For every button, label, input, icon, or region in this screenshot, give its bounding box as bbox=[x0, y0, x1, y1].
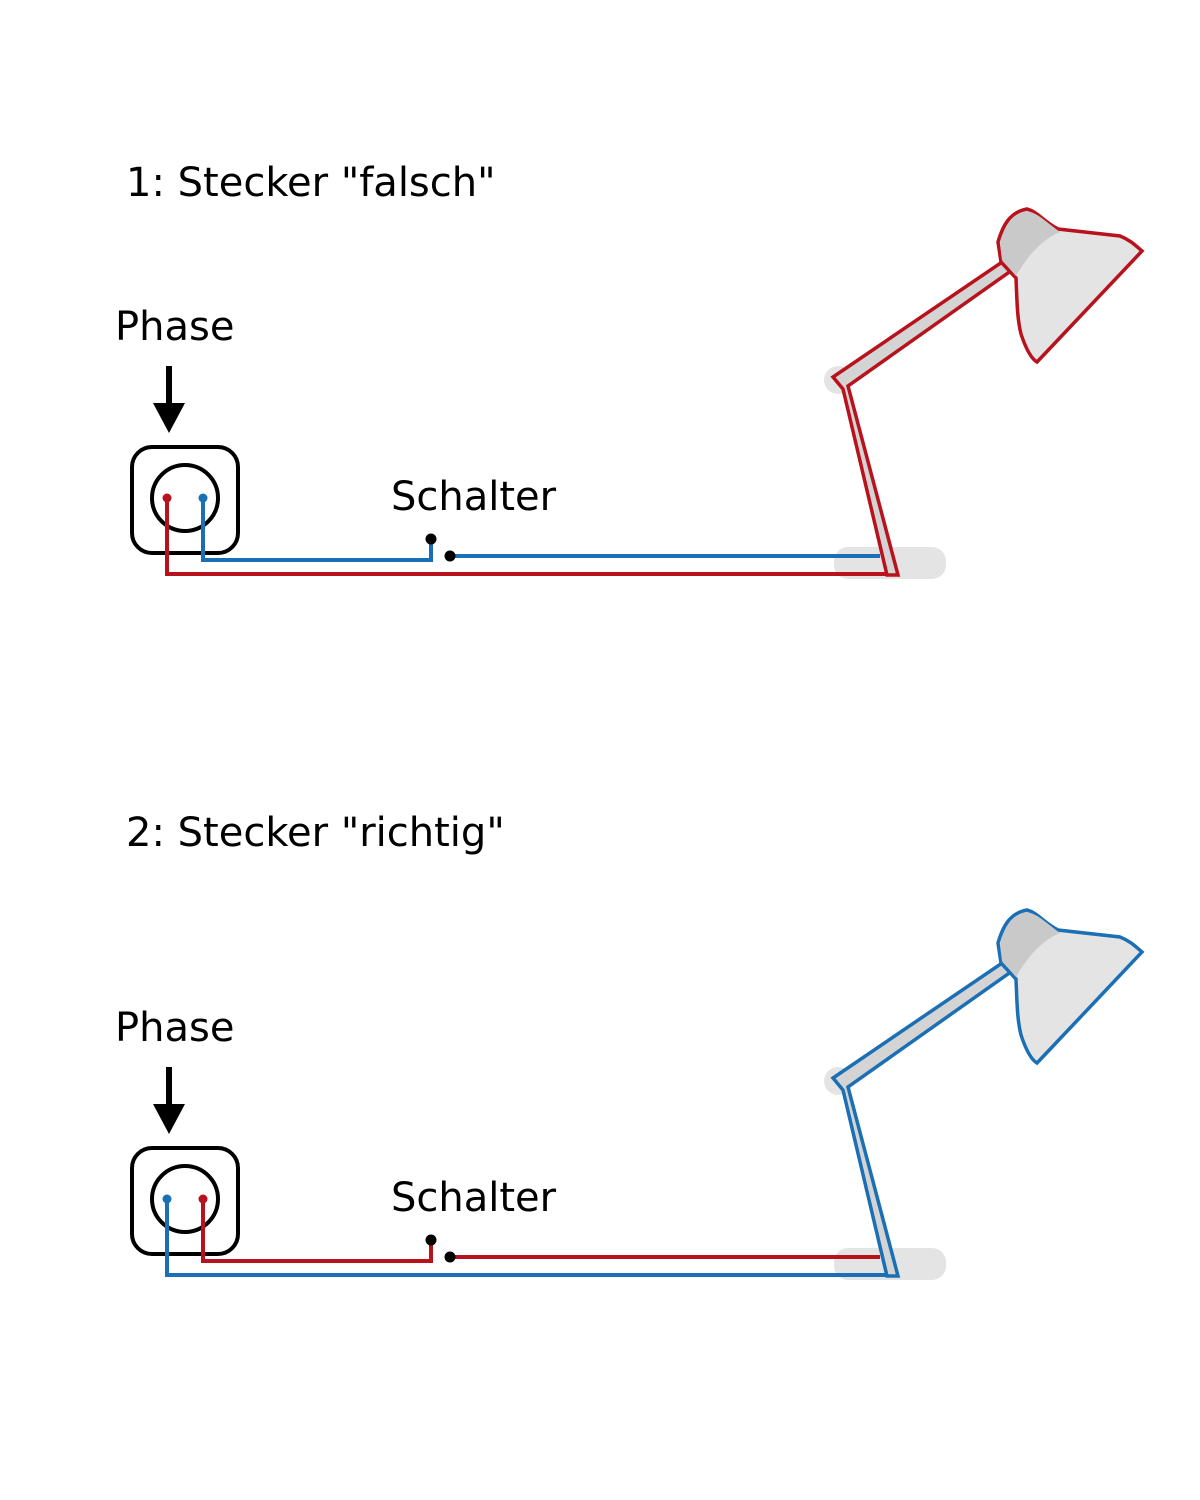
panel-right: 2: Stecker "richtig" Phase bbox=[115, 810, 1145, 1280]
panel-title: 2: Stecker "richtig" bbox=[126, 810, 505, 856]
lamp-icon bbox=[824, 908, 1145, 1280]
wiring bbox=[165, 498, 888, 576]
phase-label: Phase bbox=[115, 304, 234, 350]
socket-icon bbox=[130, 445, 240, 555]
socket-icon bbox=[130, 1146, 240, 1256]
switch-label: Schalter bbox=[391, 474, 557, 520]
switch-icon bbox=[425, 1234, 456, 1263]
panel-wrong: 1: Stecker "falsch" Phase bbox=[115, 160, 1145, 579]
wiring bbox=[165, 1199, 888, 1277]
arrow-down-icon bbox=[153, 366, 185, 433]
arrow-down-icon bbox=[153, 1067, 185, 1134]
lamp-icon bbox=[824, 207, 1145, 579]
phase-label: Phase bbox=[115, 1005, 234, 1051]
panel-title: 1: Stecker "falsch" bbox=[126, 160, 496, 206]
switch-icon bbox=[425, 533, 456, 562]
switch-label: Schalter bbox=[391, 1175, 557, 1221]
